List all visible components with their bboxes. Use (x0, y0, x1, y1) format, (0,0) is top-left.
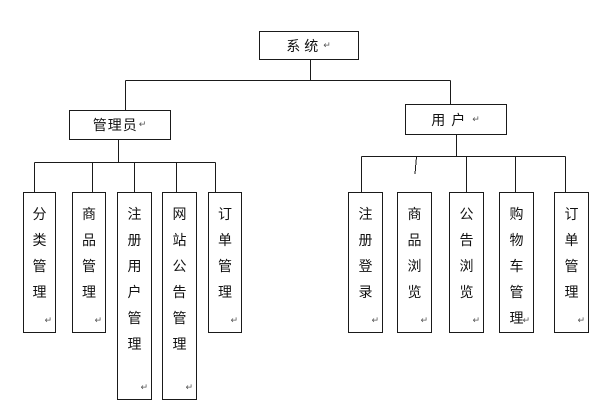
user-label: 用户 (431, 112, 472, 129)
admin-child-label: 注册用户管理 (127, 207, 142, 353)
admin-child-label: 商品管理 (82, 207, 96, 301)
user-child-label: 商品浏览 (407, 207, 422, 301)
admin-node: 管理员↵ (69, 110, 171, 140)
admin-child-notice-mgmt: 网站公告管理 ↵ (162, 192, 197, 400)
user-child-cart-mgmt: 购物车管理 ↵ (499, 192, 534, 333)
admin-label: 管理员 (92, 118, 138, 134)
admin-child-label: 订单管理 (218, 207, 232, 301)
root-label: 系统 (286, 38, 323, 55)
admin-child-product-mgmt: 商品管理 ↵ (72, 192, 106, 333)
user-child-browse-notices: 公告浏览 ↵ (449, 192, 484, 333)
user-child-browse-products: 商品浏览 ↵ (397, 192, 432, 333)
admin-child-order-mgmt: 订单管理 ↵ (208, 192, 242, 333)
root-node: 系统↵ (259, 31, 359, 60)
user-connector (361, 135, 566, 192)
user-child-label: 购物车管理 (509, 207, 524, 327)
root-connector (125, 59, 451, 110)
user-node: 用户↵ (405, 104, 507, 135)
user-child-label: 公告浏览 (459, 207, 474, 301)
user-child-label: 注册登录 (358, 207, 373, 301)
admin-connector (34, 140, 216, 192)
admin-child-label: 网站公告管理 (172, 207, 187, 353)
user-child-order-mgmt: 订单管理 ↵ (554, 192, 589, 333)
admin-child-label: 分类管理 (32, 207, 47, 301)
admin-child-category-mgmt: 分类管理 ↵ (23, 192, 56, 333)
user-child-label: 订单管理 (564, 207, 579, 301)
user-child-register-login: 注册登录 ↵ (348, 192, 383, 333)
admin-child-user-mgmt: 注册用户管理 ↵ (117, 192, 152, 400)
